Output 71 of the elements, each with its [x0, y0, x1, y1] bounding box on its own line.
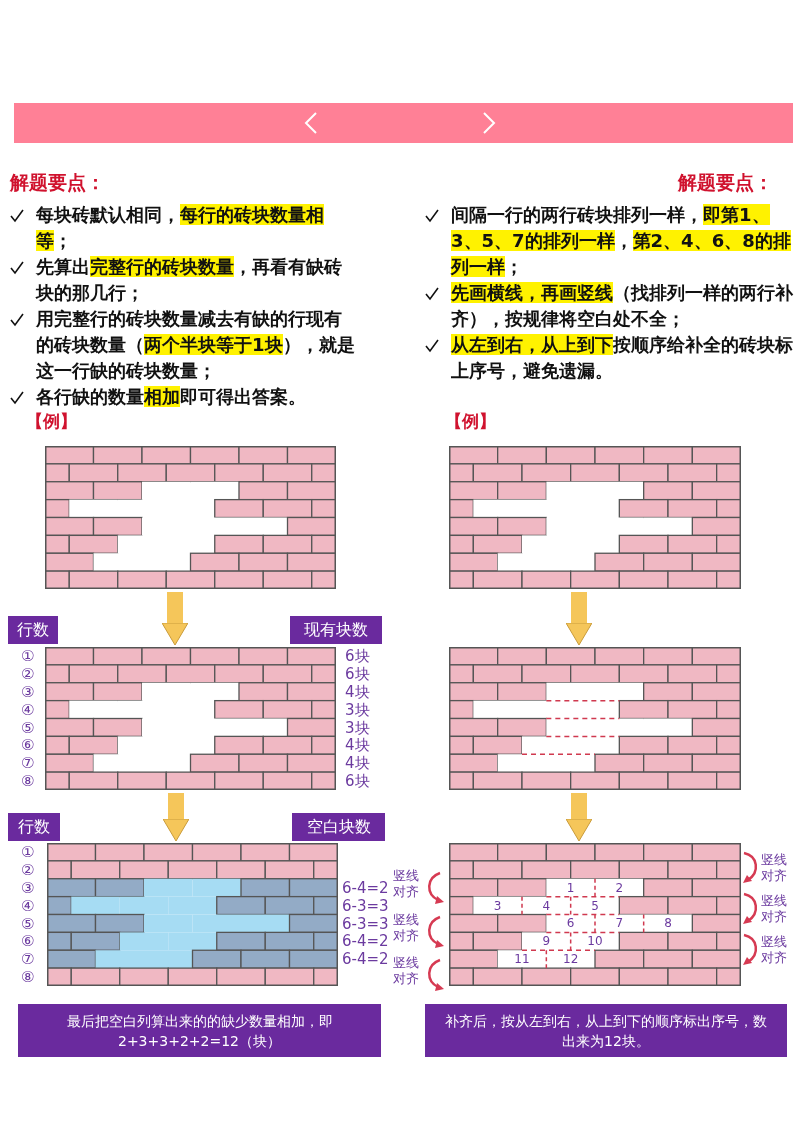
- block-arrow: [565, 793, 593, 842]
- row-number: ④: [21, 700, 35, 719]
- row-number: ⑦: [21, 754, 35, 773]
- brick-number: 6: [566, 916, 575, 931]
- subtraction-equation: 6-3=3: [342, 896, 389, 915]
- brick-wall-drawing: [449, 446, 741, 589]
- brick-wall-drawing: [449, 843, 741, 986]
- brick-count: 4块: [345, 754, 370, 773]
- brick-count: 6块: [345, 772, 370, 791]
- brick-count: 4块: [345, 736, 370, 755]
- subtraction-equation: 6-4=2: [342, 878, 389, 897]
- row-number: ⑥: [21, 932, 35, 951]
- brick-wall-drawing: [45, 647, 336, 790]
- alignment-note: 竖线对齐: [761, 852, 788, 884]
- header-label: 现有块数: [290, 616, 382, 644]
- brick-wall-drawing: [47, 843, 338, 986]
- brick-wall-drawing: [449, 647, 741, 790]
- bullet-text: 从左到右，从上到下按顺序给补全的砖块标上序号，避免遗漏。: [451, 333, 793, 383]
- brick-number: 8: [664, 916, 672, 931]
- alignment-note: 竖线对齐: [761, 893, 788, 925]
- row-number: ①: [21, 647, 35, 665]
- row-number: ①: [21, 843, 35, 861]
- brick-number: 1: [566, 880, 575, 895]
- heading: 解题要点：: [677, 170, 774, 195]
- row-number: ⑧: [21, 772, 35, 791]
- example-heading: 【例】: [445, 410, 496, 433]
- brick-number: 3: [493, 898, 502, 913]
- summary-banner: 最后把空白列算出来的的缺少数量相加，即2+3+3+2+2=12（块）: [18, 1004, 381, 1057]
- block-arrow: [162, 793, 190, 842]
- row-number: ⑧: [21, 968, 35, 987]
- heading: 解题要点：: [10, 170, 106, 195]
- brick-count: 6块: [345, 647, 370, 665]
- row-number: ②: [21, 860, 35, 879]
- example-heading: 【例】: [26, 410, 77, 433]
- header-label: 行数: [8, 616, 58, 644]
- subtraction-equation: 6-3=3: [342, 914, 389, 933]
- brick-number: 4: [542, 898, 551, 913]
- brick-number: 11: [514, 952, 530, 967]
- subtraction-equation: 6-4=2: [342, 932, 389, 951]
- alignment-note: 竖线对齐: [393, 868, 420, 900]
- alignment-note: 竖线对齐: [761, 934, 788, 966]
- row-number: ②: [21, 664, 35, 683]
- brick-number: 10: [587, 934, 603, 949]
- block-arrow: [161, 592, 189, 646]
- brick-number: 5: [591, 898, 599, 913]
- row-number: ⑥: [21, 736, 35, 755]
- bullet-text: 间隔一行的两行砖块排列一样，即第1、3、5、7的排列一样，第2、4、6、8的排列一样；: [451, 203, 792, 279]
- header-label: 行数: [8, 813, 60, 841]
- alignment-note: 竖线对齐: [393, 912, 420, 944]
- row-number: ⑤: [21, 718, 35, 737]
- alignment-note: 竖线对齐: [393, 955, 420, 987]
- bullet-text: 先算出完整行的砖块数量，再看有缺砖块的那几行；: [36, 255, 343, 305]
- bullet-text: 每块砖默认相同，每行的砖块数量相等；: [36, 203, 325, 253]
- row-number: ③: [21, 682, 35, 701]
- brick-count: 4块: [345, 682, 370, 701]
- row-number: ⑤: [21, 914, 35, 933]
- brick-number: 12: [563, 952, 579, 967]
- row-number: ⑦: [21, 950, 35, 969]
- block-arrow: [565, 592, 593, 646]
- brick-count: 6块: [345, 664, 370, 683]
- brick-wall-drawing: [45, 446, 336, 589]
- header-label: 空白块数: [292, 813, 385, 841]
- summary-banner: 补齐后，按从左到右，从上到下的顺序标出序号，数出来为12块。: [425, 1004, 787, 1057]
- row-number: ④: [21, 896, 35, 915]
- row-number: ③: [21, 878, 35, 897]
- brick-number: 7: [615, 916, 624, 931]
- bullet-text: 各行缺的数量相加即可得出答案。: [36, 385, 306, 409]
- brick-number: 9: [542, 934, 551, 949]
- bullet-text: 先画横线，再画竖线（找排列一样的两行补齐），按规律将空白处不全；: [451, 281, 793, 331]
- subtraction-equation: 6-4=2: [342, 950, 389, 969]
- brick-number: 2: [615, 880, 624, 895]
